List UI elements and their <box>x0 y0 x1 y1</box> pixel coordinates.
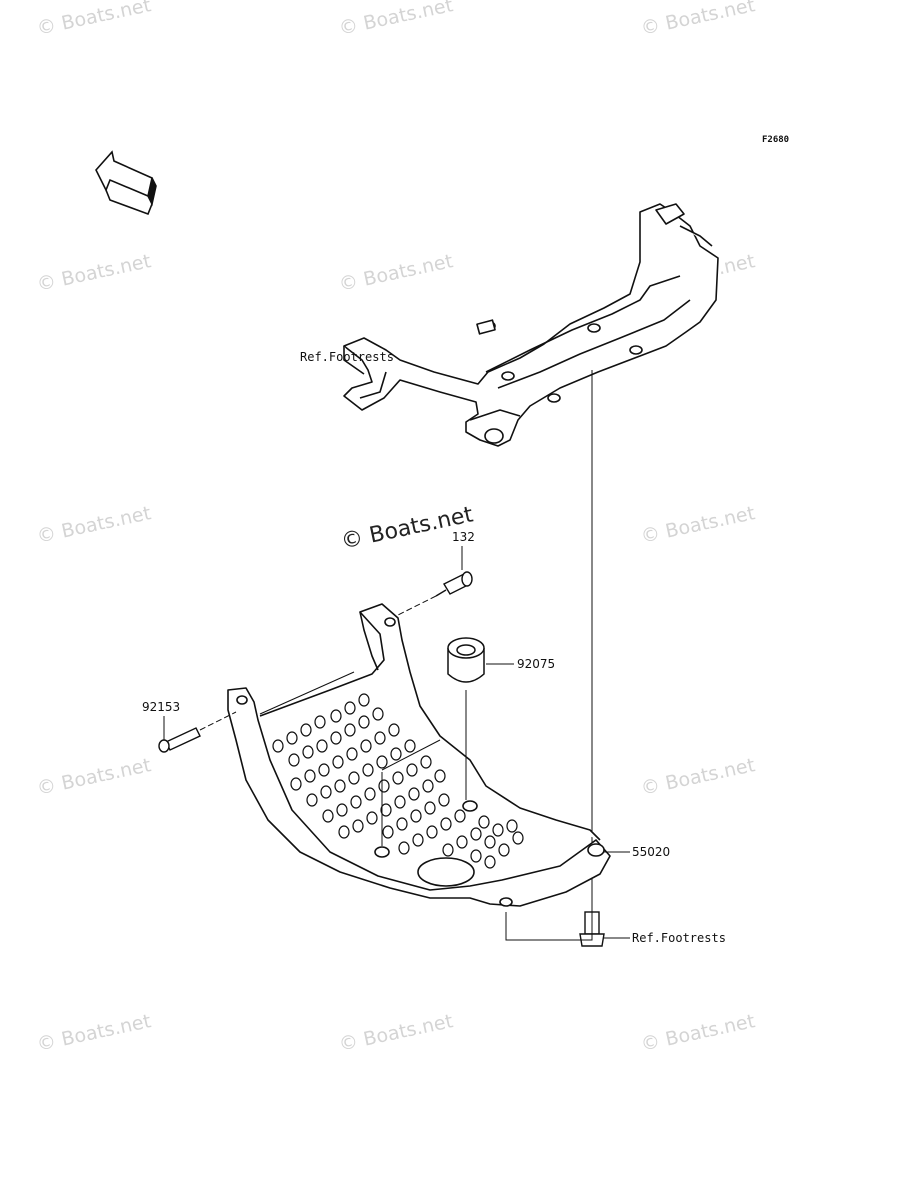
footrest-frame <box>343 203 719 447</box>
bracket-line <box>505 900 593 941</box>
ref-footrests-top-label: Ref.Footrests <box>300 350 394 364</box>
figure-code: F2680 <box>762 135 790 145</box>
bolt-132-icon <box>435 571 473 597</box>
ref-footrests-bottom-label: Ref.Footrests <box>632 931 726 945</box>
part-55020-label: 55020 <box>632 845 671 859</box>
dashed-92153 <box>199 711 237 731</box>
bolt-92153-icon <box>158 727 201 753</box>
part-92153-label: 92153 <box>142 700 181 714</box>
dashed-132 <box>395 595 437 617</box>
leader-frame-side <box>259 671 355 715</box>
skid-plate-holes <box>272 693 524 869</box>
part-132-label: 132 <box>452 530 475 544</box>
front-arrow-icon <box>95 150 157 216</box>
leader-plate-diag <box>381 739 441 771</box>
collar-92075-icon <box>447 637 485 683</box>
part-92075-label: 92075 <box>517 657 556 671</box>
skid-plate <box>227 603 611 907</box>
